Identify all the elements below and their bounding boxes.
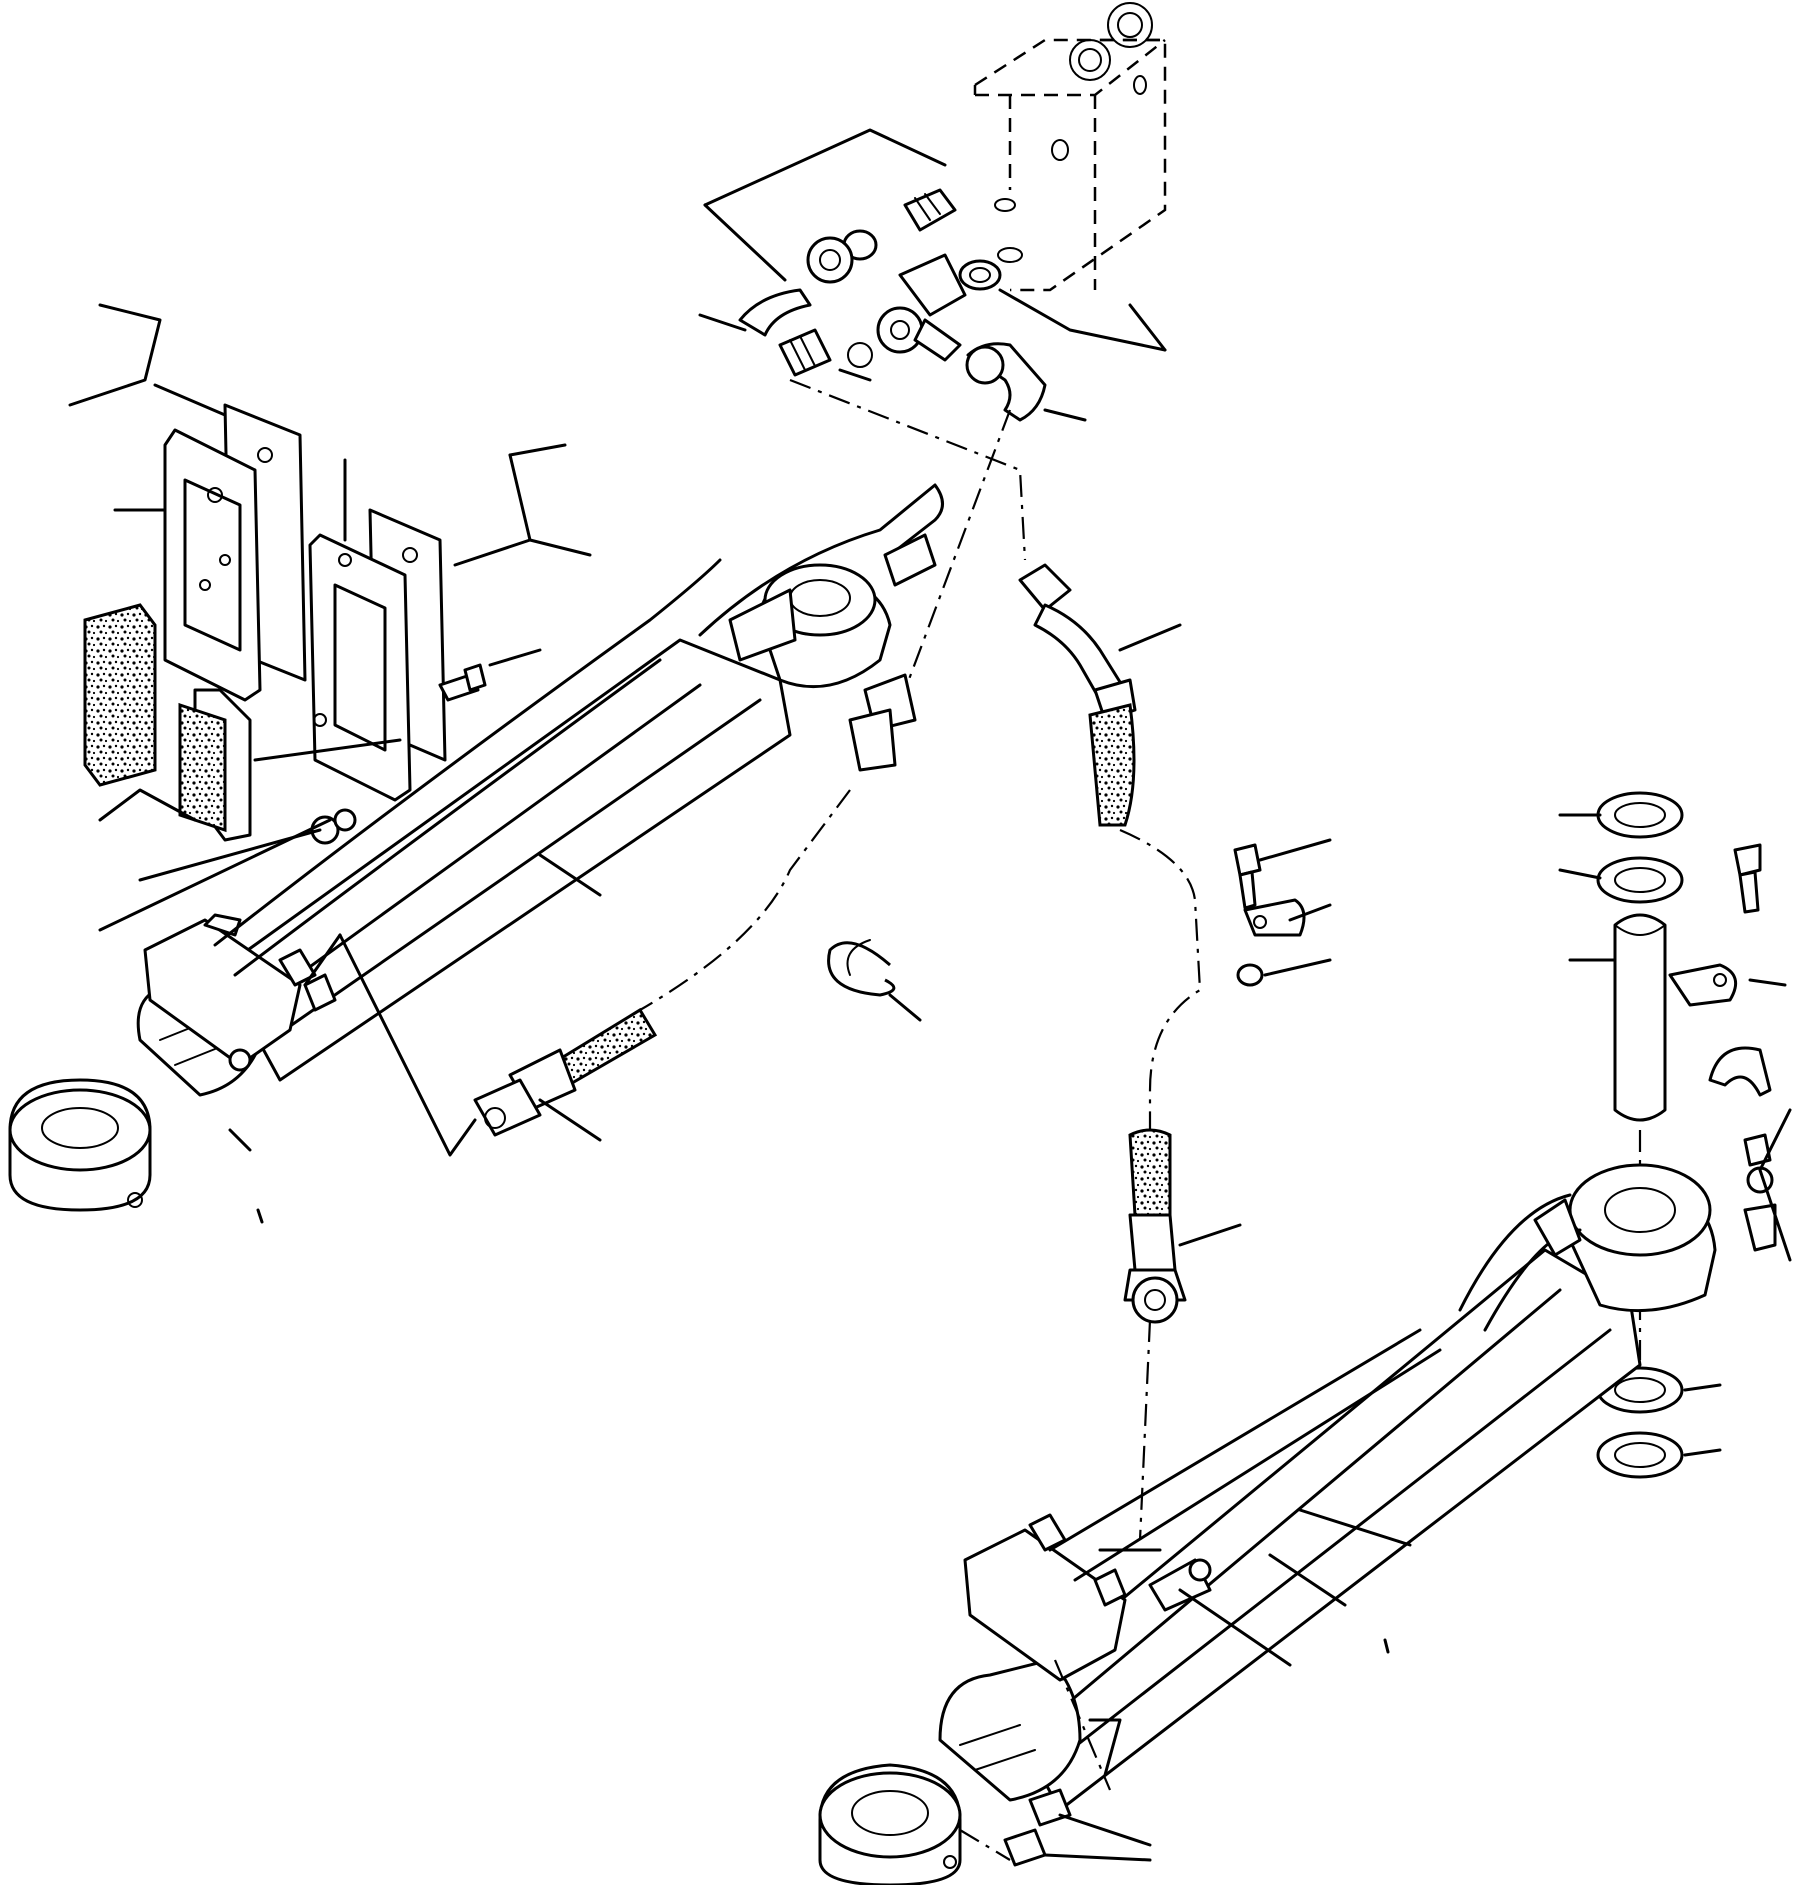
left-hydraulic-cylinder — [8, 483, 944, 1212]
hose-route-line-5 — [1138, 1319, 1152, 1541]
tick-mark-left — [256, 1208, 264, 1224]
hose-route-line-3 — [639, 789, 851, 1011]
flex-hose-left-lower — [303, 933, 658, 1157]
right-hydraulic-cylinder — [818, 1163, 1717, 1885]
hose-route-line-2 — [903, 409, 1012, 691]
cover-plate-group — [68, 303, 592, 932]
manifold-fittings — [698, 128, 1167, 422]
tick-mark-right — [1383, 1638, 1390, 1654]
manifold-block — [973, 2, 1167, 292]
clamp-group — [1233, 838, 1332, 987]
hose-route-line-1 — [789, 378, 1027, 561]
flex-hose-right-lower — [1123, 1128, 1242, 1324]
flex-hose-upper — [1018, 563, 1182, 827]
grease-fittings — [959, 1788, 1152, 1867]
hose-route-line-4 — [1119, 828, 1202, 1140]
snap-ring — [827, 939, 922, 1022]
